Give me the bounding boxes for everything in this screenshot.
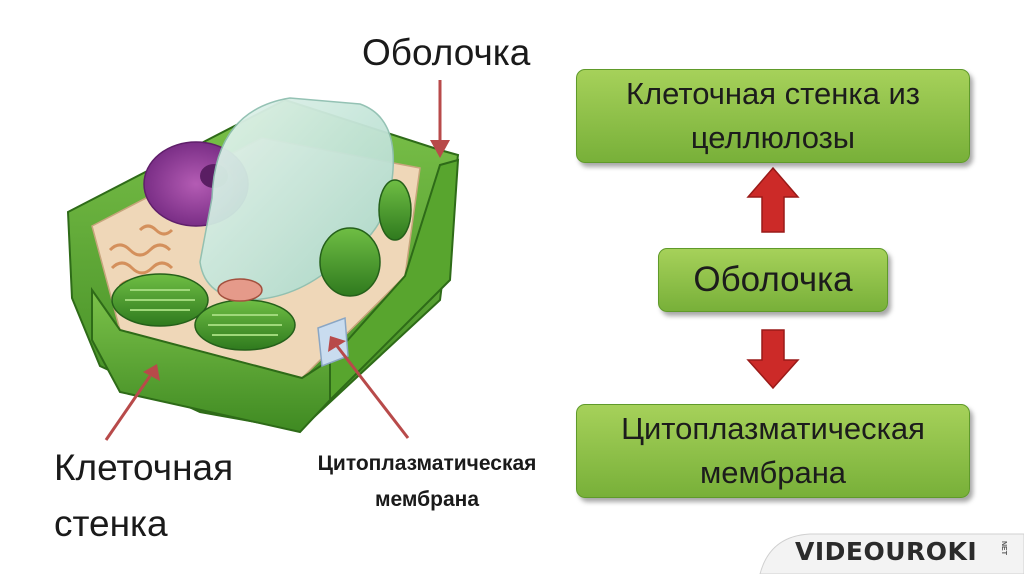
label-cell-wall-line1: Клеточная (54, 447, 234, 488)
scheme-box-envelope: Оболочка (658, 248, 888, 312)
endoplasmic-reticulum (108, 224, 174, 293)
pointer-arrow-membrane (335, 345, 410, 439)
scheme-box-cell-wall: Клеточная стенка из целлюлозы (576, 69, 970, 163)
chloroplast (319, 227, 381, 297)
label-cell-wall-line2: стенка (54, 503, 168, 544)
scheme-box-membrane: Цитоплазматическая мембрана (576, 404, 970, 498)
mitochondrion (217, 278, 263, 302)
logo-badge (759, 533, 1024, 574)
scheme-arrow-up (746, 166, 800, 233)
label-membrane-line2: мембрана (374, 488, 480, 511)
scheme-box-membrane-line2: мембрана (699, 455, 847, 490)
scheme-box-cell-wall-line2: целлюлозы (690, 120, 856, 155)
scheme-box-cell-wall-line1: Клеточная стенка из (625, 76, 920, 111)
label-envelope: Оболочка (362, 32, 531, 73)
logo-suffix: NET (1000, 541, 1007, 555)
scheme-box-membrane-line1: Цитоплазматическая (621, 411, 925, 446)
scheme-box-envelope-text: Оболочка (693, 260, 853, 299)
logo-text: VIDEOUROKI (795, 537, 978, 566)
label-membrane: Цитоплазматическая мембрана (296, 446, 558, 518)
label-membrane-line1: Цитоплазматическая (317, 452, 537, 475)
scheme-arrow-down (746, 329, 800, 390)
label-cell-wall: Клеточная стенка (54, 440, 233, 552)
chloroplast (378, 179, 412, 241)
pointer-arrow-cell-wall (104, 375, 152, 441)
